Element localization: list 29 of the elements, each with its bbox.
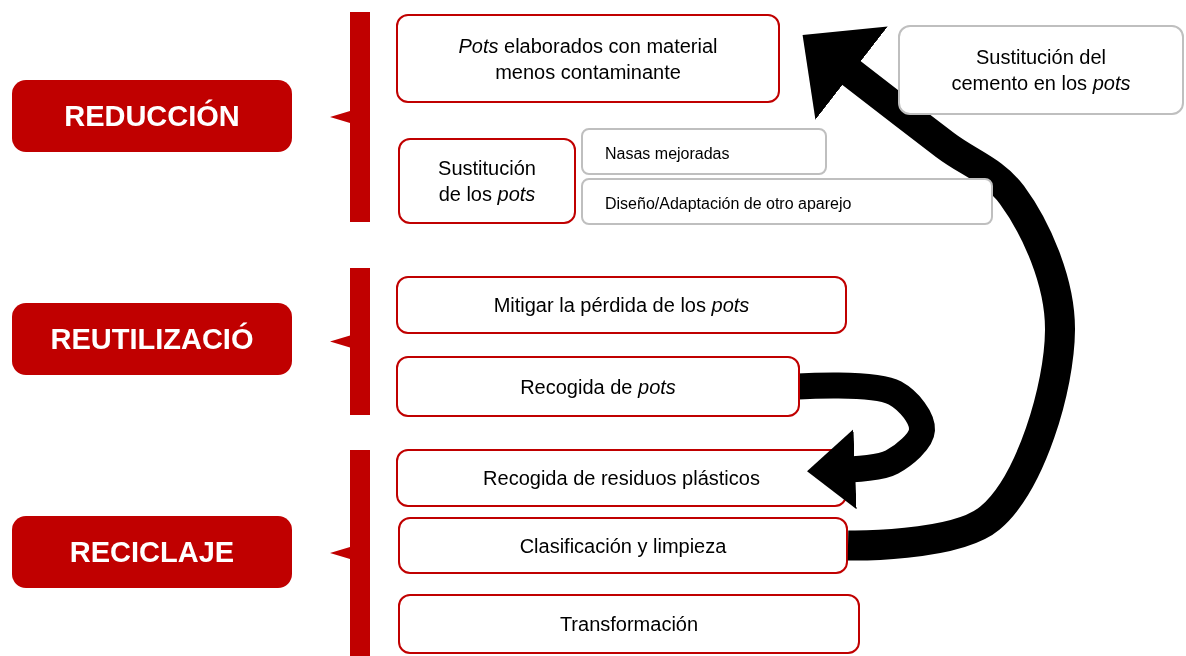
box-label: Recogida de residuos plásticos xyxy=(483,466,760,491)
option-box xyxy=(581,128,827,175)
category-label: REUTILIZACIÓ xyxy=(50,322,254,356)
note-box xyxy=(898,25,1184,115)
process-box xyxy=(396,14,780,103)
bracket xyxy=(330,450,370,656)
box-label: Sustitución del cemento en los pots xyxy=(950,45,1132,96)
process-box xyxy=(396,276,847,334)
option-box xyxy=(581,178,993,225)
category-box xyxy=(12,80,292,152)
box-label: Mitigar la pérdida de los pots xyxy=(493,293,750,318)
category-label: RECICLAJE xyxy=(69,535,235,569)
process-box xyxy=(396,449,847,507)
category-label: REDUCCIÓN xyxy=(64,99,240,133)
process-box xyxy=(398,517,848,574)
process-box xyxy=(398,138,576,224)
process-box xyxy=(398,594,860,654)
box-label: Sustitución de los pots xyxy=(437,156,537,207)
box-label: Nasas mejoradas xyxy=(605,144,730,163)
bracket xyxy=(330,268,370,415)
process-box xyxy=(396,356,800,417)
box-label: Clasificación y limpieza xyxy=(519,533,727,559)
box-label: Pots elaborados con material menos contaminante xyxy=(457,33,719,85)
bracket xyxy=(330,12,370,222)
category-box xyxy=(12,516,292,588)
category-box xyxy=(12,303,292,375)
box-label: Recogida de pots xyxy=(520,374,676,400)
box-label: Transformación xyxy=(559,612,699,637)
box-label: Diseño/Adaptación de otro aparejo xyxy=(605,194,852,213)
